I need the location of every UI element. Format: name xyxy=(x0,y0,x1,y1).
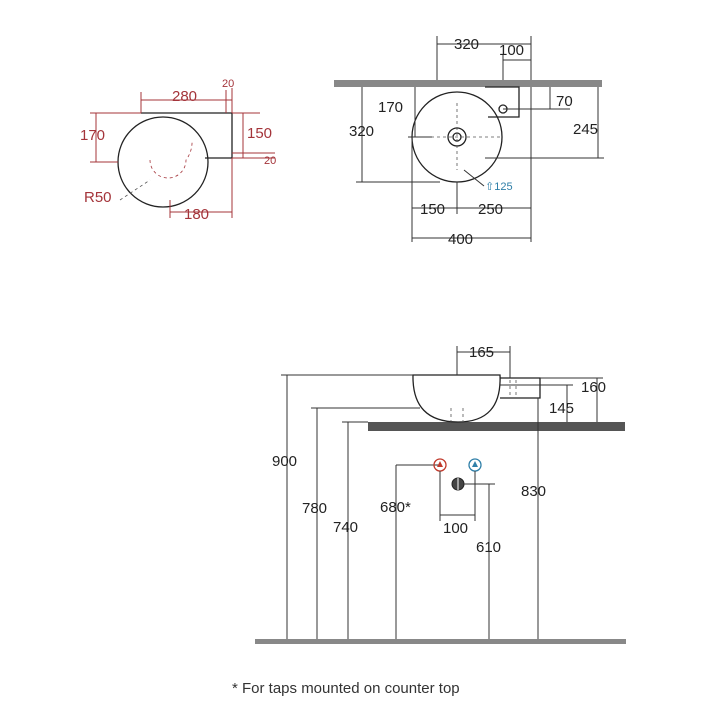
dim-280-label: 280 xyxy=(172,88,197,105)
waste-outlet xyxy=(451,477,465,491)
drain-dashed xyxy=(450,408,464,422)
drain-125-leader xyxy=(463,169,485,187)
dim-245-label: 245 xyxy=(573,121,598,138)
side-elevation-view: 165 160 145 900 780 740 680* xyxy=(255,344,626,644)
dim-145-label: 145 xyxy=(549,400,574,417)
tap-deck-outline xyxy=(485,86,520,118)
dim-150-label: 150 xyxy=(420,201,445,218)
dim-610-label: 610 xyxy=(476,539,501,556)
tap-deck-outline xyxy=(141,112,233,159)
dim-740-label: 740 xyxy=(333,519,358,536)
counter-top-slab xyxy=(334,80,602,87)
dim-680-label: 680* xyxy=(380,499,411,516)
dim-400-label: 400 xyxy=(448,231,473,248)
dim-900-label: 900 xyxy=(272,453,297,470)
cold-water-connector xyxy=(468,458,482,472)
counter-top-slab xyxy=(368,422,625,431)
basin-bowl xyxy=(412,374,501,423)
dim-170-label: 170 xyxy=(80,127,105,144)
top-right-plan-view: 320 100 170 320 70 245 ⇧125 150 250 xyxy=(334,36,604,248)
dim-250-label: 250 xyxy=(478,201,503,218)
footnote: * For taps mounted on counter top xyxy=(232,680,460,697)
tap-deck xyxy=(500,377,541,399)
dim-780-label: 780 xyxy=(302,500,327,517)
dim-165-label: 165 xyxy=(469,344,494,361)
dim-100-taps-label: 100 xyxy=(443,520,468,537)
dim-150-label: 150 xyxy=(247,125,272,142)
drain-125-label: ⇧125 xyxy=(485,181,513,193)
dim-100-label: 100 xyxy=(499,42,524,59)
dim-320-top-label: 320 xyxy=(454,36,479,53)
dim-170-label: 170 xyxy=(378,99,403,116)
dim-160-label: 160 xyxy=(581,379,606,396)
radius-leader xyxy=(119,179,151,201)
dim-830-label: 830 xyxy=(521,483,546,500)
dim-320-left-label: 320 xyxy=(349,123,374,140)
floor-line xyxy=(255,639,626,644)
radius-label: R50 xyxy=(84,189,112,206)
drain-dashed-outline xyxy=(149,139,193,179)
basin-outline xyxy=(117,116,209,208)
dim-180-label: 180 xyxy=(184,206,209,223)
dim-20-right-label: 20 xyxy=(264,155,276,167)
dim-20-top-label: 20 xyxy=(222,78,234,90)
dim-70-label: 70 xyxy=(556,93,573,110)
top-left-plan-view: 280 20 170 150 20 R50 180 xyxy=(80,78,276,223)
tap-hole-dashed xyxy=(509,380,517,396)
